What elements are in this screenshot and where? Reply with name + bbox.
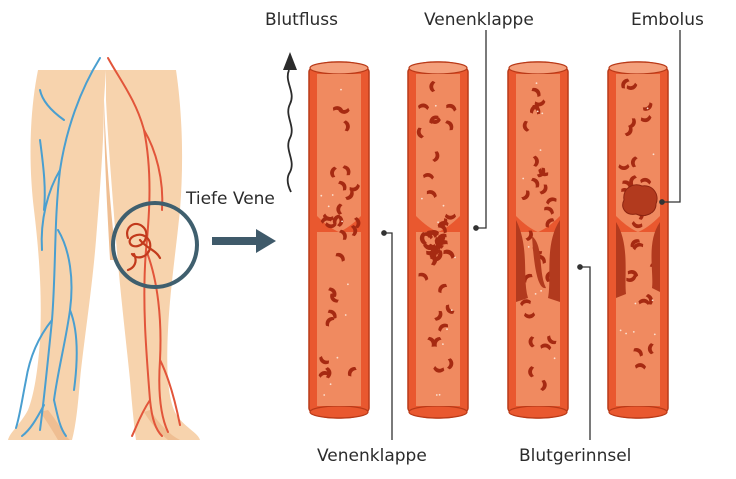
- vessel-lumen: [317, 74, 361, 406]
- label-blood-flow: Blutfluss: [265, 10, 338, 30]
- embolus: [623, 185, 657, 216]
- vessel-group: [309, 62, 668, 418]
- right-leg: [106, 70, 200, 440]
- label-embolus: Embolus: [631, 10, 704, 30]
- arrow-right-icon: [212, 229, 276, 253]
- label-venous-valve-bottom: Venenklappe: [317, 446, 427, 466]
- vessel-2: [408, 62, 468, 418]
- label-deep-vein: Tiefe Vene: [186, 189, 275, 209]
- label-blood-clot: Blutgerinnsel: [519, 446, 631, 466]
- flow-arrow-up-icon: [283, 52, 297, 192]
- legs-illustration: [8, 58, 200, 440]
- vessel-3: [508, 62, 568, 418]
- vessel-1: [309, 62, 369, 418]
- label-venous-valve-top: Venenklappe: [424, 10, 534, 30]
- vessel-4: [608, 62, 668, 418]
